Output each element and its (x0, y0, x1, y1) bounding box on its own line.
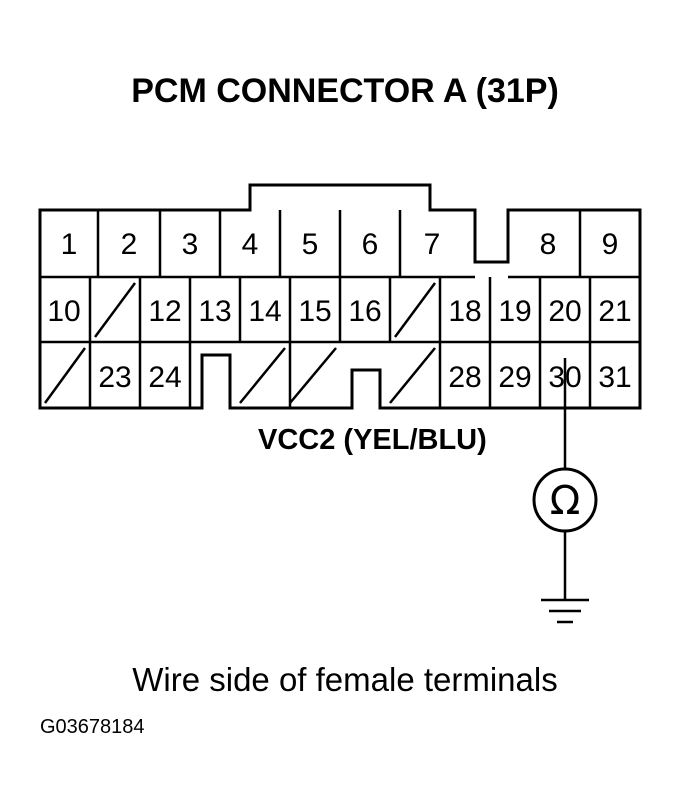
connector-body (38, 183, 642, 410)
empty-cavity-marks (43, 282, 437, 404)
pin-row-3: 23 24 28 29 30 31 (98, 361, 631, 394)
pin-16: 16 (348, 295, 381, 328)
pin-9: 9 (602, 228, 619, 261)
pin-15: 15 (298, 295, 331, 328)
pin-6: 6 (362, 228, 379, 261)
pin-2: 2 (121, 228, 138, 261)
connector-grid (40, 210, 640, 408)
ground-icon (541, 598, 589, 624)
connector-outline (38, 183, 642, 410)
ohm-icon: Ω (550, 478, 581, 524)
empty-cavity-17 (393, 282, 437, 338)
diagram-caption: Wire side of female terminals (132, 661, 557, 698)
empty-cavity-26 (289, 347, 337, 404)
empty-cavity-11 (93, 282, 137, 338)
diagram-title: PCM CONNECTOR A (31P) (131, 72, 559, 110)
pin-7: 7 (424, 228, 441, 261)
pin-row-1: 1 2 3 4 5 6 7 8 9 (61, 228, 619, 261)
empty-cavity-27 (389, 347, 436, 404)
pin-28: 28 (448, 361, 481, 394)
ohmmeter: Ω (532, 467, 598, 533)
figure-code: G03678184 (40, 716, 145, 738)
pin-31: 31 (598, 361, 631, 394)
pin-19: 19 (498, 295, 531, 328)
pin-12: 12 (148, 295, 181, 328)
pin-3: 3 (182, 228, 199, 261)
pin-23: 23 (98, 361, 131, 394)
pin-29: 29 (498, 361, 531, 394)
empty-cavity-25 (239, 347, 286, 404)
pin-18: 18 (448, 295, 481, 328)
pin-1: 1 (61, 228, 78, 261)
pin-14: 14 (248, 295, 281, 328)
pin-row-2: 10 12 13 14 15 16 18 19 20 21 (47, 295, 631, 328)
pin-13: 13 (198, 295, 231, 328)
pin-10: 10 (47, 295, 80, 328)
pin-8: 8 (540, 228, 557, 261)
pin-21: 21 (598, 295, 631, 328)
empty-cavity-22 (43, 347, 87, 404)
pin-4: 4 (242, 228, 259, 261)
wire-label: VCC2 (YEL/BLU) (258, 424, 487, 456)
pin-20: 20 (548, 295, 581, 328)
pin-24: 24 (148, 361, 181, 394)
pin-5: 5 (302, 228, 319, 261)
